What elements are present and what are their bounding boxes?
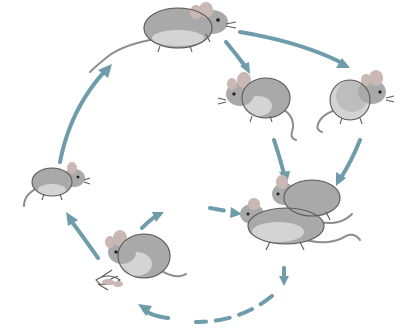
arrow-babies-up [142,212,164,228]
arrow-young-to-adult [60,64,112,162]
arrow-babies-to-young [66,212,98,258]
arrow-into-mating [210,207,242,218]
arrow-adult-to-male [226,42,250,74]
female-mouse [318,70,395,132]
arrow-female-to-mating [336,140,360,186]
arrow-mating-to-babies [138,268,289,322]
male-mouse [218,72,296,140]
adult-mouse [90,2,236,72]
young-mouse [24,162,90,206]
arrow-adult-to-female [240,32,350,68]
mating-mice [240,175,360,250]
baby-mice-nest [96,230,186,290]
